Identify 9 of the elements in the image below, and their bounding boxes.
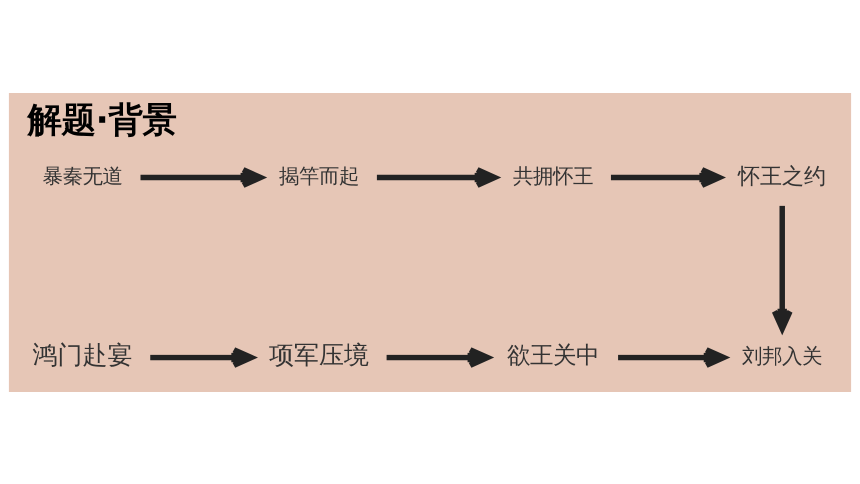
node-text: 鸿门赴宴 — [32, 340, 132, 370]
node-text: 怀王之约 — [738, 164, 826, 189]
node-text: 刘邦入关 — [742, 343, 822, 368]
node-text: 欲王关中 — [506, 340, 599, 369]
node-text: 项军压境 — [268, 340, 369, 370]
diagram-title: 解题·背景 — [28, 100, 177, 140]
node-text: 揭竿而起 — [278, 163, 359, 188]
node-text: 暴秦无道 — [42, 163, 122, 188]
node-text: 共拥怀王 — [512, 163, 593, 188]
